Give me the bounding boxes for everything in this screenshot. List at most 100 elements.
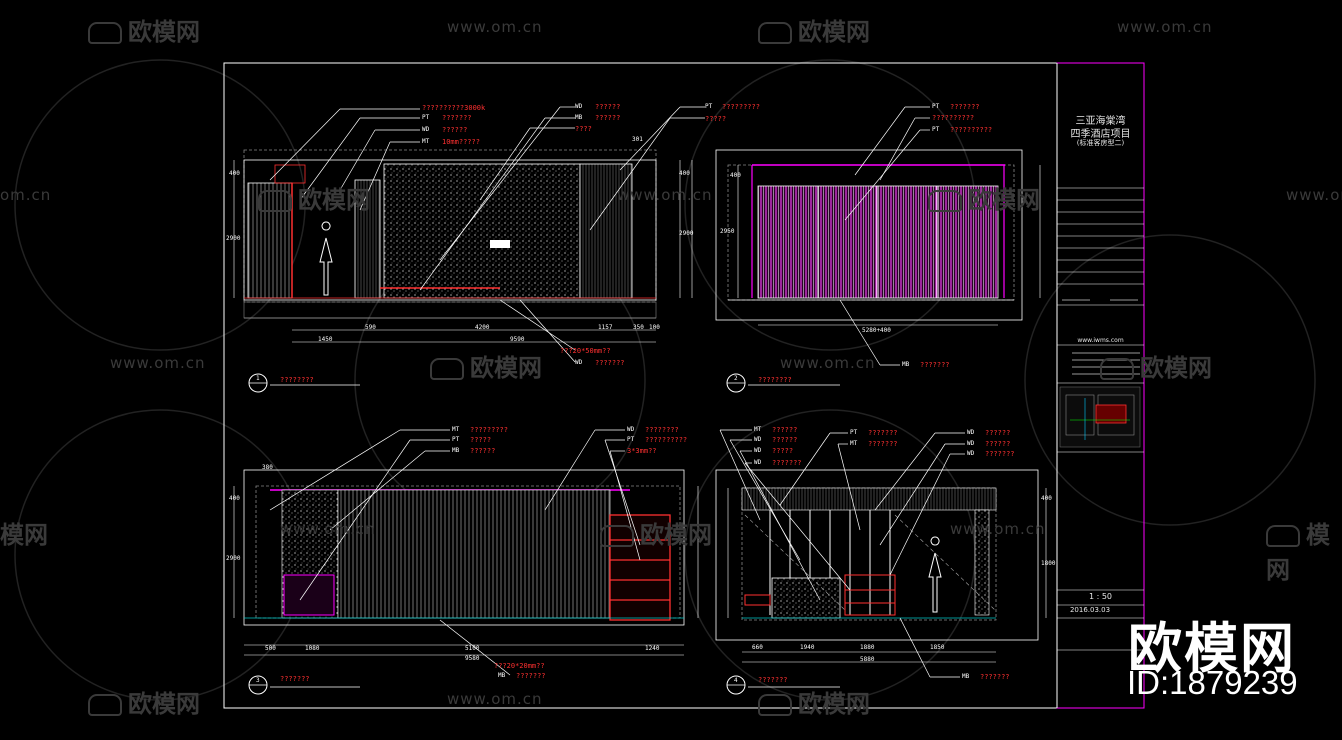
view-title-4: ??????? <box>758 676 788 684</box>
elevation-view-2 <box>715 106 1041 393</box>
material-tag: MT <box>422 138 430 145</box>
watermark-site: www.om.cn <box>447 690 543 708</box>
dimension: 9580 <box>465 655 480 662</box>
annotation: ?????????? <box>950 126 993 134</box>
brand-logo-watermark: 欧模网 <box>1128 619 1296 679</box>
watermark-logo: 模网 <box>0 521 48 549</box>
material-tag: WD <box>754 436 762 443</box>
resource-id: ID:1879239 <box>1127 664 1298 701</box>
logo-seal-icon <box>430 358 464 380</box>
annotation: ?????? <box>442 126 468 134</box>
material-tag: MB <box>575 114 583 121</box>
dimension: 400 <box>229 170 240 177</box>
watermark-logo: 欧模网 <box>430 348 542 383</box>
dimension: 400 <box>1041 495 1052 502</box>
watermark-site: www.om.cn <box>780 354 876 372</box>
annotation: ?????????? <box>932 114 975 122</box>
annotation: ??????? <box>772 459 802 467</box>
watermark-site: www.om.cn <box>950 520 1046 538</box>
view-title-1: ???????? <box>280 376 314 384</box>
annotation: ????? <box>772 447 794 455</box>
annotation: ?????? <box>772 426 798 434</box>
dimension: 350 <box>633 324 644 331</box>
material-tag: PT <box>932 126 940 133</box>
logo-seal-icon <box>88 22 122 44</box>
dimension: 4200 <box>475 324 490 331</box>
drawing-scale: 1 : 50 <box>1088 592 1113 601</box>
annotation: ??????? <box>920 361 950 369</box>
dimension: 590 <box>365 324 376 331</box>
view-title-3: ??????? <box>280 675 310 683</box>
dimension: 400 <box>679 170 690 177</box>
annotation: ????????? <box>470 426 508 434</box>
watermark-site: www.om.cn <box>617 186 713 204</box>
material-tag: WD <box>627 426 635 433</box>
annotation: 3*3mm?? <box>627 447 657 455</box>
annotation: ?????? <box>985 440 1011 448</box>
dimension: 301 <box>632 136 643 143</box>
dimension: 5280+400 <box>862 327 891 334</box>
material-tag: WD <box>967 429 975 436</box>
title-block-rows <box>1057 187 1144 651</box>
annotation: ??????? <box>595 359 625 367</box>
annotation: ???? <box>575 125 592 133</box>
annotation: ???????? <box>645 426 679 434</box>
material-tag: WD <box>967 440 975 447</box>
annotation: ?????????? <box>645 436 688 444</box>
dimension: 1450 <box>318 336 333 343</box>
material-tag: MB <box>452 447 460 454</box>
dimension: 1080 <box>305 645 320 652</box>
watermark-logo: 欧模网 <box>758 684 870 719</box>
annotation: ?????? <box>470 447 496 455</box>
dimension: 1850 <box>930 644 945 651</box>
watermark-logo: 欧模网 <box>258 180 370 215</box>
watermark-site: www.om.cn <box>280 520 376 538</box>
annotation: ??????? <box>980 673 1010 681</box>
project-title-line1: 三亚海棠湾 <box>1075 116 1126 127</box>
material-tag: PT <box>627 436 635 443</box>
material-tag: MB <box>498 672 506 679</box>
material-tag: WD <box>967 450 975 457</box>
watermark-site: www.om.cn <box>110 354 206 372</box>
material-tag: PT <box>452 436 460 443</box>
logo-seal-icon <box>1100 358 1134 380</box>
annotation: ??????????3000k <box>422 104 486 112</box>
watermark-logo: 欧模网 <box>88 12 200 47</box>
dimension: 1157 <box>598 324 613 331</box>
logo-seal-icon <box>600 525 634 547</box>
material-tag: MT <box>850 440 858 447</box>
company-website: www.iwms.com <box>1077 337 1124 344</box>
drawing-date: 2016.03.03 <box>1069 606 1111 614</box>
annotation: ?????? <box>985 429 1011 437</box>
watermark-logo: 欧模网 <box>758 12 870 47</box>
project-title-line2: 四季酒店项目 <box>1070 129 1131 140</box>
view-title-2: ???????? <box>758 376 792 384</box>
dimension: 2950 <box>720 228 735 235</box>
dimension: 2900 <box>226 555 241 562</box>
dimension: 100 <box>649 324 660 331</box>
dimension: 400 <box>229 495 240 502</box>
annotation: ?????? <box>772 436 798 444</box>
material-tag: MB <box>962 673 970 680</box>
dimension: 5880 <box>860 656 875 663</box>
material-tag: WD <box>754 447 762 454</box>
dimension: 1800 <box>1041 560 1056 567</box>
view-number-3: 3 <box>256 677 260 684</box>
annotation: ????? <box>470 436 492 444</box>
dimension: 9590 <box>510 336 525 343</box>
annotation: ??????? <box>950 103 980 111</box>
watermark-circles <box>14 59 1316 701</box>
logo-seal-icon <box>758 694 792 716</box>
watermark-site: om.cn <box>0 186 52 204</box>
material-tag: WD <box>422 126 430 133</box>
logo-seal-icon <box>1266 525 1300 547</box>
annotation: ??????? <box>985 450 1015 458</box>
material-tag: MT <box>452 426 460 433</box>
dimension: 660 <box>752 644 763 651</box>
watermark-site: www.om.cn <box>447 18 543 36</box>
logo-seal-icon <box>88 694 122 716</box>
dimension: 400 <box>730 172 741 179</box>
dimension: 5100 <box>465 645 480 652</box>
material-tag: PT <box>932 103 940 110</box>
annotation: ???20*20mm?? <box>494 662 545 670</box>
